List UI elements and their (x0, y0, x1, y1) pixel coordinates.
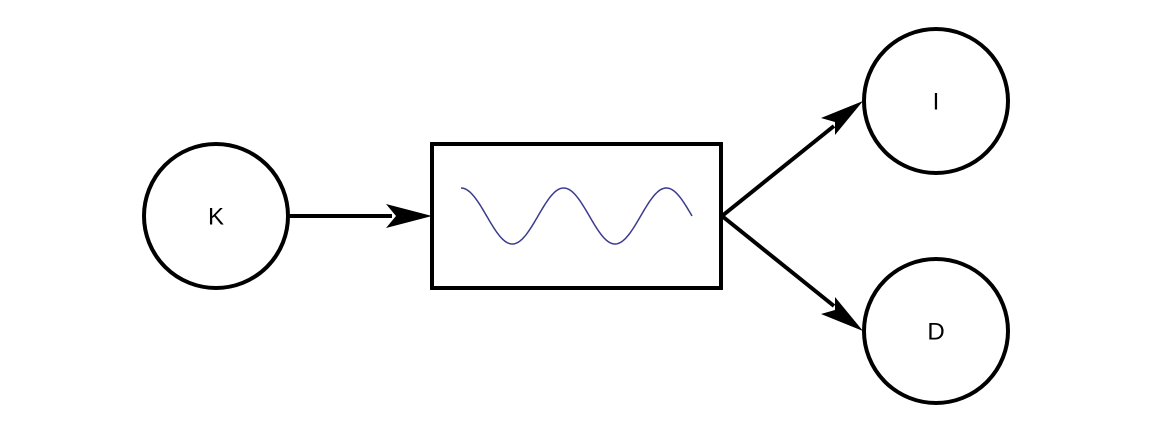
edge-box-to-d (720, 214, 836, 308)
arrowhead-i (821, 101, 863, 135)
node-k-label: K (208, 204, 224, 231)
arrowhead-box (386, 204, 432, 228)
edge-box-to-i (720, 124, 836, 218)
node-i-label: I (933, 89, 940, 116)
node-d-circle (862, 257, 1010, 405)
node-d-label: D (927, 319, 944, 346)
node-i-circle (862, 27, 1010, 175)
node-k: K (142, 142, 290, 290)
node-k-circle (142, 142, 290, 290)
process-box (430, 142, 723, 290)
sine-wave-icon (460, 187, 693, 245)
node-i: I (862, 27, 1010, 175)
arrowhead-d (821, 297, 863, 331)
process-box-rect (430, 142, 723, 290)
node-d: D (862, 257, 1010, 405)
